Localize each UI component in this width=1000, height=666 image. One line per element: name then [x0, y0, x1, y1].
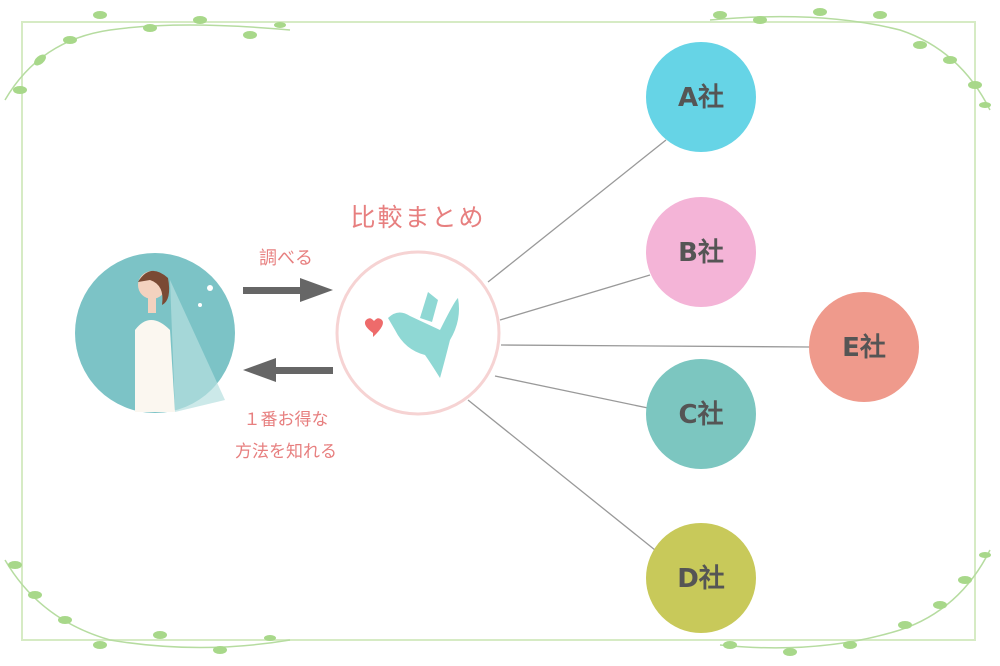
- bride-illustration: [75, 253, 235, 413]
- arrow-left-icon: [243, 358, 333, 382]
- company-b: B社: [646, 197, 756, 307]
- connector-a: [487, 139, 667, 283]
- vine-decoration-bottom-left: [4, 559, 291, 654]
- connector-d: [467, 399, 656, 551]
- connector-c: [494, 375, 649, 409]
- company-a: A社: [646, 42, 756, 152]
- connector-lines: [467, 139, 811, 551]
- heart-icon: [364, 318, 383, 337]
- frame-border: [21, 21, 976, 641]
- company-e-label: E社: [842, 332, 886, 363]
- result-line2: 方法を知れる: [235, 442, 337, 462]
- title: 比較まとめ: [350, 203, 485, 232]
- company-a-label: A社: [678, 82, 724, 113]
- company-b-label: B社: [678, 237, 724, 268]
- company-d: D社: [646, 523, 756, 633]
- company-c: C社: [646, 359, 756, 469]
- connector-b: [499, 274, 651, 321]
- connector-e: [500, 344, 811, 348]
- dove-icon: [388, 292, 459, 378]
- comparison-hub: [335, 250, 501, 416]
- company-e: E社: [809, 292, 919, 402]
- company-d-label: D社: [677, 563, 725, 594]
- vine-decoration-top-left: [4, 11, 291, 101]
- company-c-label: C社: [678, 399, 723, 430]
- result-line1: １番お得な: [244, 410, 329, 430]
- arrow-right-icon: [243, 278, 333, 302]
- search-label: 調べる: [259, 248, 313, 269]
- vine-decoration-top-right: [709, 8, 991, 111]
- vine-decoration-bottom-right: [719, 549, 991, 656]
